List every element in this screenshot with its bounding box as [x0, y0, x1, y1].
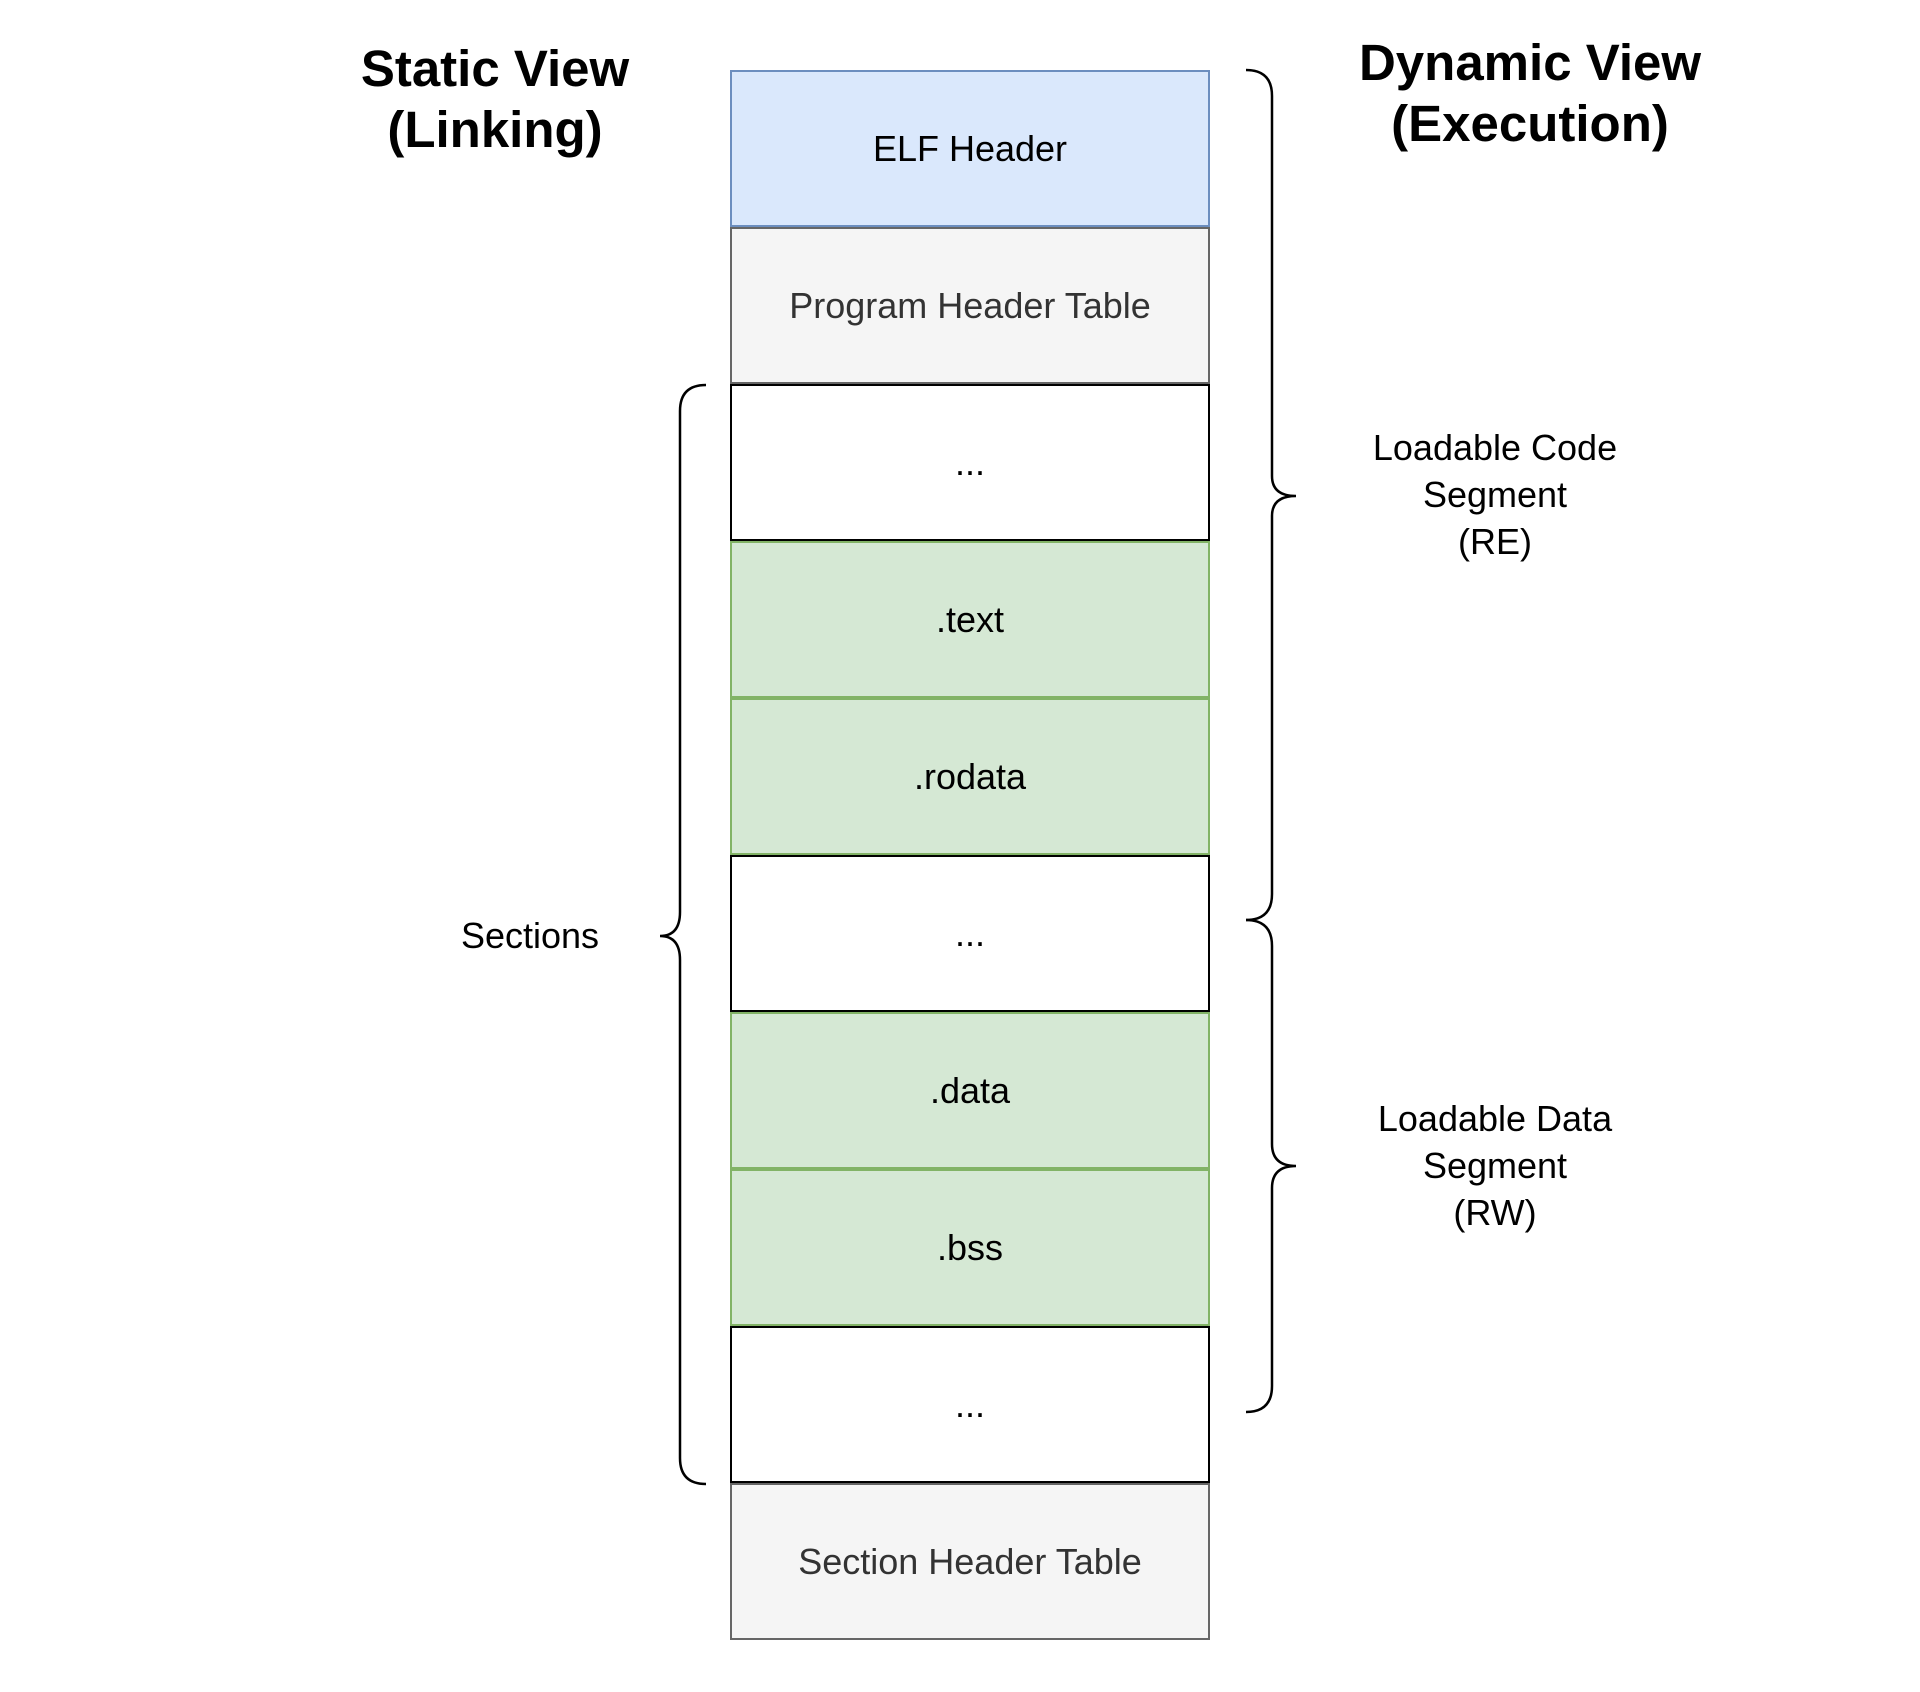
block-ellipsis-2: ...: [730, 855, 1210, 1012]
code-segment-brace: [1245, 68, 1297, 922]
sections-label: Sections: [460, 915, 600, 956]
block-text-section: .text: [730, 541, 1210, 698]
code-segment-label-line3: (RE): [1458, 521, 1532, 562]
static-view-title-line1: Static View: [360, 40, 630, 97]
data-segment-label-line3: (RW): [1453, 1192, 1537, 1233]
block-program-header-table: Program Header Table: [730, 227, 1210, 384]
data-segment-brace: [1245, 918, 1297, 1414]
code-segment-label: Loadable Code Segment (RE): [1340, 424, 1650, 565]
block-rodata-section: .rodata: [730, 698, 1210, 855]
data-segment-label-line2: Segment: [1422, 1145, 1568, 1186]
block-elf-header: ELF Header: [730, 70, 1210, 227]
block-bss-section: .bss: [730, 1169, 1210, 1326]
block-data-section: .data: [730, 1012, 1210, 1169]
code-segment-label-line2: Segment: [1422, 474, 1568, 515]
sections-brace: [659, 383, 707, 1486]
block-ellipsis-3: ...: [730, 1326, 1210, 1483]
static-view-title: Static View (Linking): [300, 38, 690, 160]
code-segment-label-line1: Loadable Code: [1372, 427, 1618, 468]
block-ellipsis-1: ...: [730, 384, 1210, 541]
data-segment-label: Loadable Data Segment (RW): [1340, 1095, 1650, 1236]
static-view-title-line2: (Linking): [387, 101, 603, 158]
block-section-header-table: Section Header Table: [730, 1483, 1210, 1640]
dynamic-view-title-line2: (Execution): [1391, 95, 1669, 152]
dynamic-view-title: Dynamic View (Execution): [1320, 32, 1740, 154]
dynamic-view-title-line1: Dynamic View: [1358, 34, 1702, 91]
data-segment-label-line1: Loadable Data: [1377, 1098, 1613, 1139]
